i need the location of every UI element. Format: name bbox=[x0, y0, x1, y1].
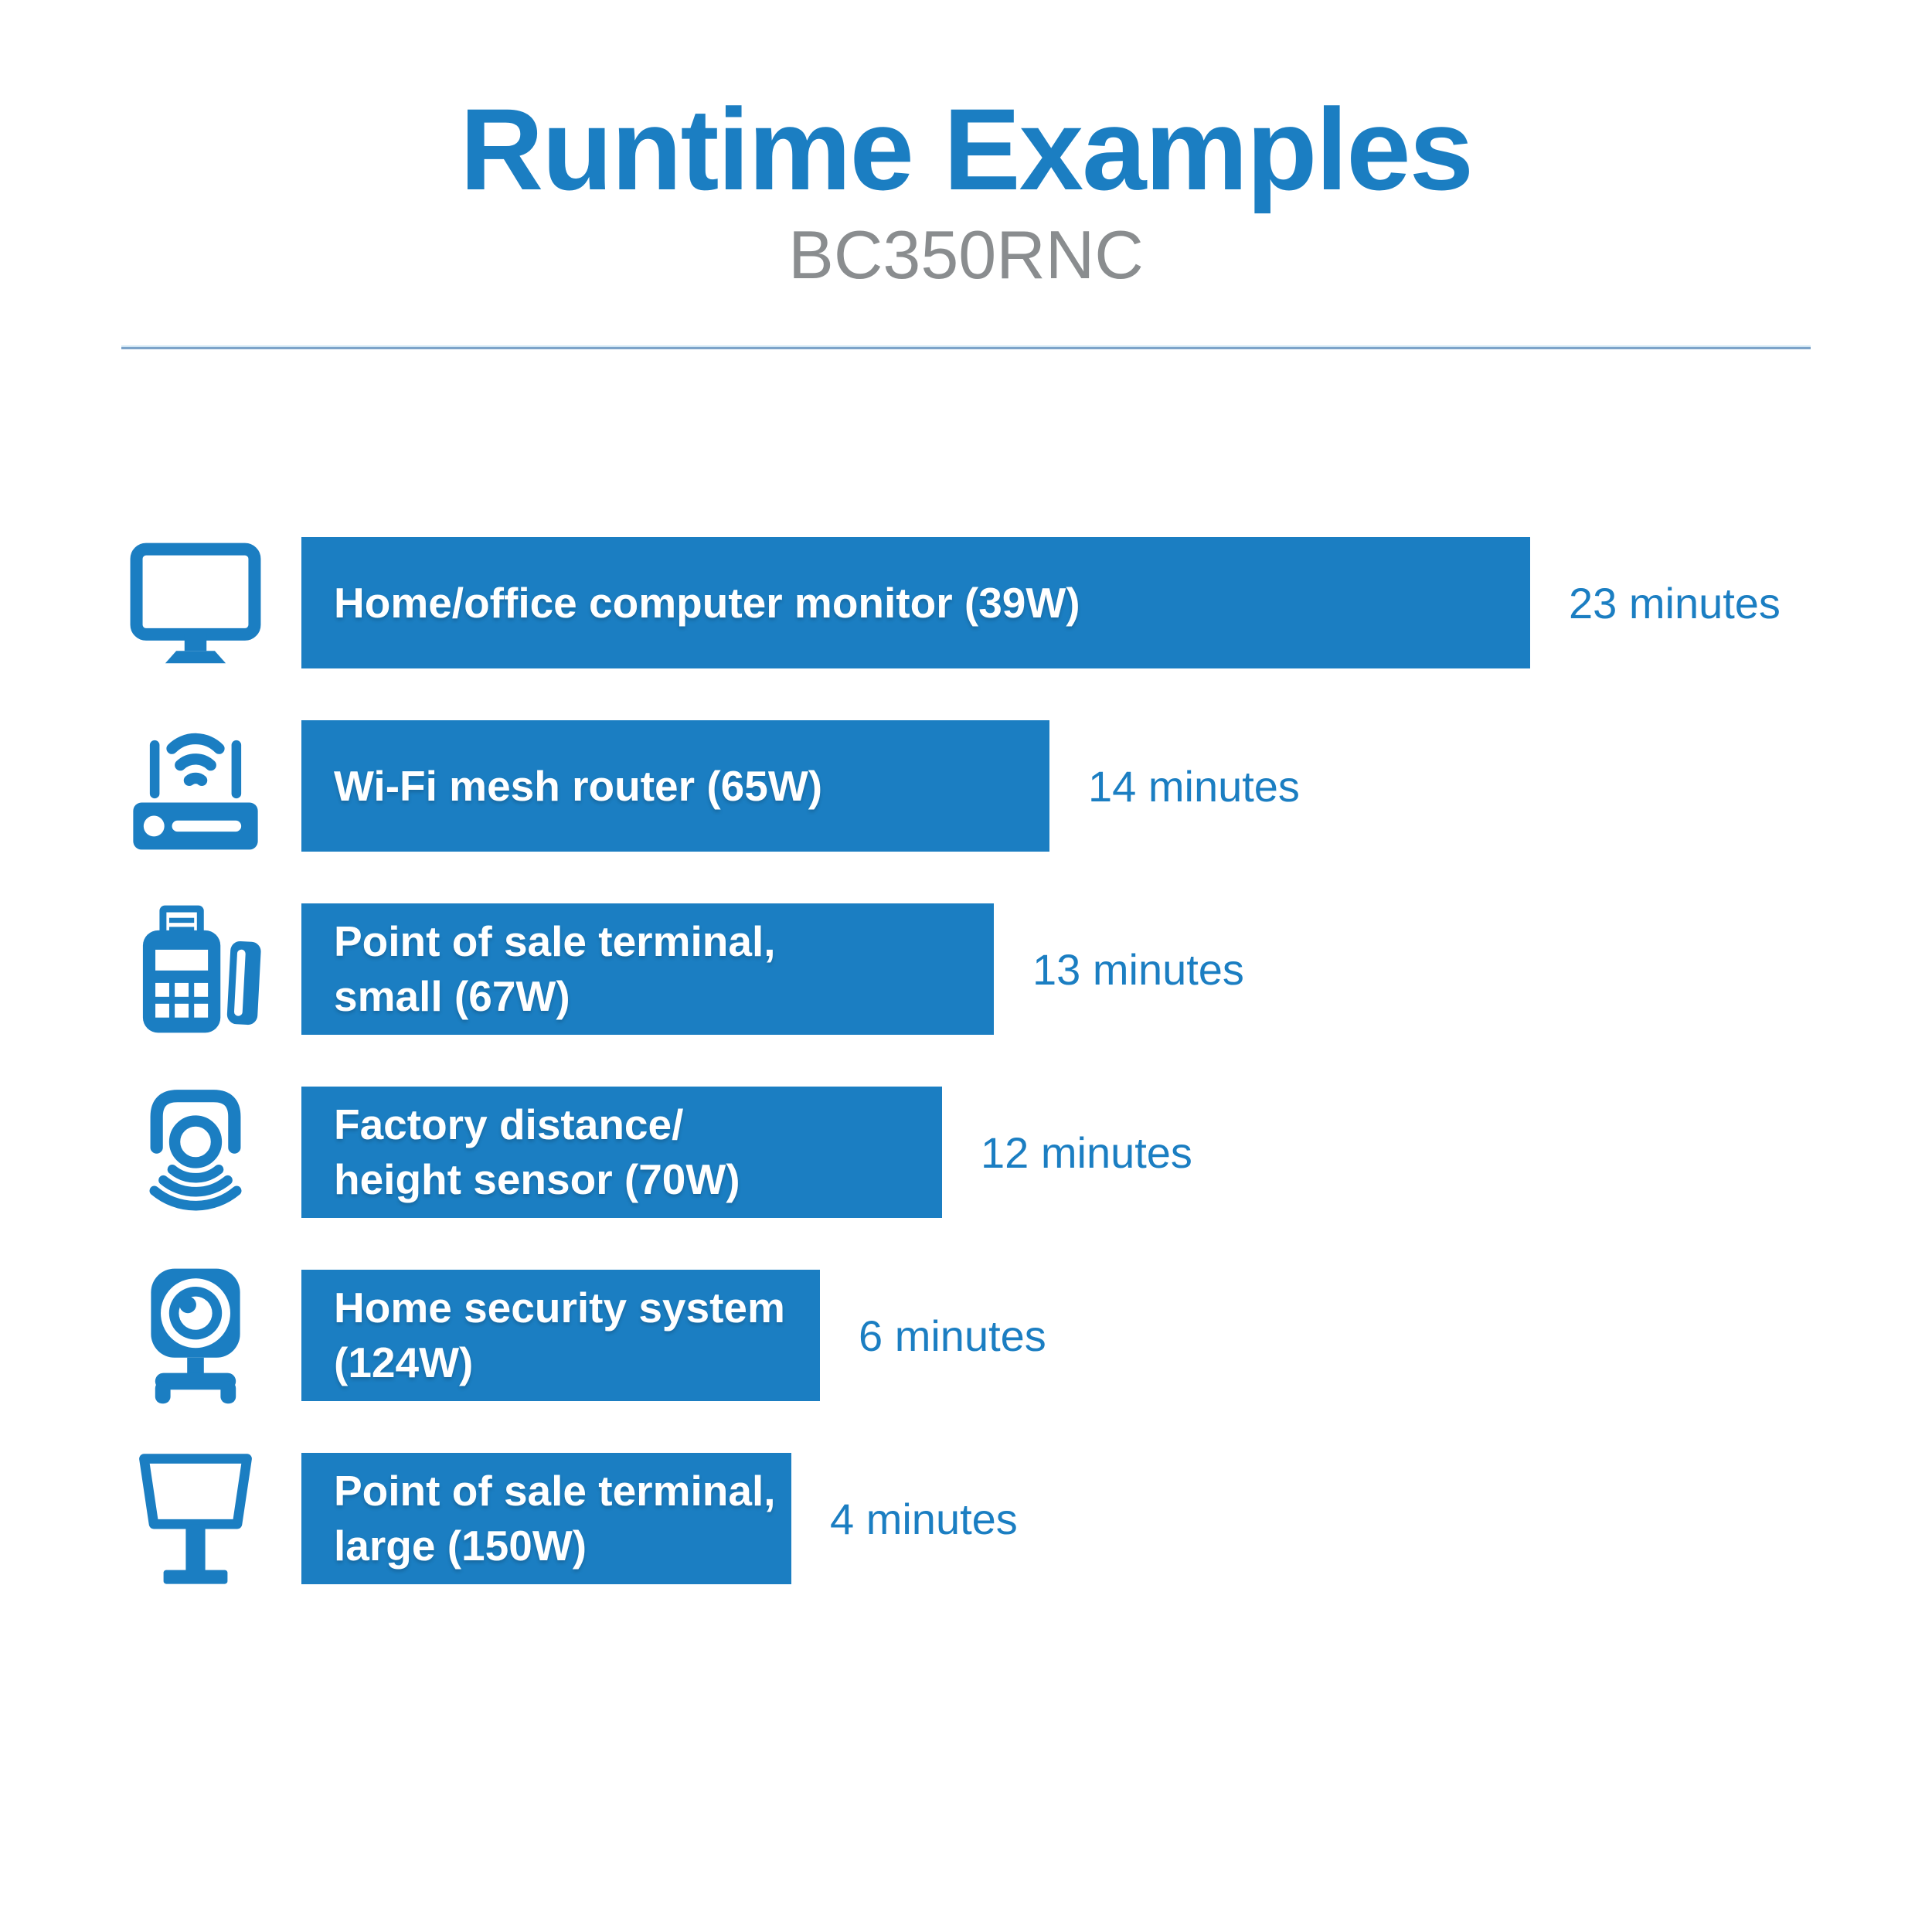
security-camera-icon bbox=[124, 1266, 267, 1405]
bar-label: height sensor (70W) bbox=[334, 1155, 740, 1203]
runtime-label: 14 minutes bbox=[1088, 761, 1300, 811]
bar-pos-large: Point of sale terminal, large (150W) bbox=[301, 1453, 791, 1584]
bar-sensor: Factory distance/ height sensor (70W) bbox=[301, 1087, 942, 1218]
chart-row-router: Wi-Fi mesh router (65W) 14 minutes bbox=[124, 720, 1886, 852]
pos-terminal-large-icon bbox=[124, 1453, 267, 1584]
bar-label: Factory distance/ bbox=[334, 1100, 684, 1148]
pos-terminal-small-icon bbox=[124, 903, 267, 1036]
bar-pos-small: Point of sale terminal, small (67W) bbox=[301, 903, 994, 1035]
wifi-router-icon bbox=[124, 719, 267, 852]
bar-label: small (67W) bbox=[334, 972, 570, 1020]
computer-monitor-icon bbox=[124, 541, 267, 665]
bar-label: large (150W) bbox=[334, 1522, 587, 1570]
chart-row-pos-large: Point of sale terminal, large (150W) 4 m… bbox=[124, 1453, 1886, 1584]
runtime-label: 4 minutes bbox=[830, 1494, 1018, 1543]
bar-label: Point of sale terminal, bbox=[334, 1467, 776, 1515]
runtime-bar-chart: Home/office computer monitor (39W) 23 mi… bbox=[124, 537, 1886, 1636]
chart-row-pos-small: Point of sale terminal, small (67W) 13 m… bbox=[124, 903, 1886, 1035]
bar-security: Home security system (124W) bbox=[301, 1270, 820, 1401]
chart-row-sensor: Factory distance/ height sensor (70W) 12… bbox=[124, 1087, 1886, 1218]
page-title: Runtime Examples bbox=[459, 84, 1474, 214]
bar-router: Wi-Fi mesh router (65W) bbox=[301, 720, 1049, 852]
header: Runtime Examples BC350RNC bbox=[0, 0, 1932, 289]
runtime-label: 23 minutes bbox=[1569, 578, 1781, 628]
bar-monitor: Home/office computer monitor (39W) bbox=[301, 537, 1530, 668]
bar-label: (124W) bbox=[334, 1338, 474, 1386]
bar-label: Home/office computer monitor (39W) bbox=[334, 578, 1080, 627]
chart-row-monitor: Home/office computer monitor (39W) 23 mi… bbox=[124, 537, 1886, 668]
chart-row-security: Home security system (124W) 6 minutes bbox=[124, 1268, 1886, 1404]
bar-label: Wi-Fi mesh router (65W) bbox=[334, 761, 823, 810]
runtime-label: 6 minutes bbox=[859, 1311, 1046, 1360]
model-number: BC350RNC bbox=[788, 216, 1144, 293]
divider-line bbox=[121, 347, 1811, 349]
runtime-label: 12 minutes bbox=[981, 1128, 1192, 1177]
bar-label: Home security system bbox=[334, 1284, 785, 1332]
bar-label: Point of sale terminal, bbox=[334, 917, 776, 965]
distance-sensor-icon bbox=[124, 1083, 267, 1221]
runtime-label: 13 minutes bbox=[1032, 944, 1244, 994]
